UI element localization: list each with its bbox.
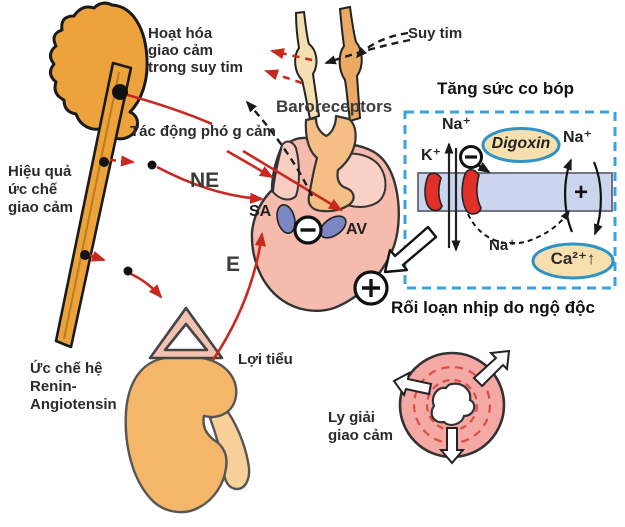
- na-k-pump-icon: [424, 142, 482, 252]
- label-digoxin: Digoxin: [491, 135, 551, 152]
- label-ca-increase: Ca²⁺↑: [550, 249, 596, 268]
- label-e: E: [226, 253, 241, 276]
- label-sympathetic-activation: Hoạt hóa giao cảm trong suy tim: [148, 25, 244, 76]
- adrenal-gland-icon: [148, 306, 224, 360]
- kidney-icon: [124, 354, 251, 514]
- label-renin-angiotensin: Ức chế hệ Renin- Angiotensin: [30, 360, 117, 413]
- spinal-cord: [54, 61, 133, 349]
- label-diuretic: Lợi tiểu: [238, 351, 293, 368]
- sa-node: [276, 203, 296, 235]
- label-toxic-arrhythmia: Rối loạn nhịp do ngộ độc: [391, 298, 595, 317]
- black-dashed-arrows: [245, 31, 411, 197]
- cell-membrane: [417, 172, 613, 212]
- synapse-dots: [80, 84, 157, 276]
- label-na-intracellular: Na⁺: [489, 237, 517, 254]
- exchanger-plus-sign: +: [574, 179, 588, 206]
- label-sympathetic-inhibition: Hiệu quả ức chế giao cảm: [8, 163, 74, 216]
- ca-oval: [531, 242, 615, 280]
- label-k-pump: K⁺: [421, 147, 441, 164]
- label-box-title: Tăng sức co bóp: [437, 79, 574, 98]
- red-arrows: [88, 48, 343, 361]
- label-na-pump: Na⁺: [442, 116, 471, 133]
- mechanism-box: [403, 110, 617, 290]
- label-sa-node: SA: [249, 203, 272, 220]
- minus-circle-icon: [293, 215, 323, 245]
- label-na-exchanger: Na⁺: [563, 129, 592, 146]
- label-parasympathetic-effect: Tác động phó g cảm: [130, 123, 276, 140]
- aorta-icon: [304, 114, 357, 213]
- brain-icon: [49, 1, 149, 141]
- label-sympatholysis: Ly giải giao cảm: [328, 409, 394, 444]
- plus-circle-icon: [353, 270, 389, 306]
- label-baroreceptors: Baroreceptors: [276, 97, 393, 116]
- toxicity-arrow-icon: [383, 225, 438, 274]
- label-heart-failure: Suy tim: [408, 25, 463, 42]
- digoxin-oval: [481, 127, 561, 163]
- na-ca-exchanger-icon: [467, 158, 603, 245]
- reentry-circuit-icon: [392, 349, 511, 465]
- minus-circle-box-icon: [459, 145, 491, 174]
- baroreceptor-nerves: [294, 5, 363, 123]
- label-av-node: AV: [346, 221, 368, 238]
- label-ne: NE: [190, 169, 220, 192]
